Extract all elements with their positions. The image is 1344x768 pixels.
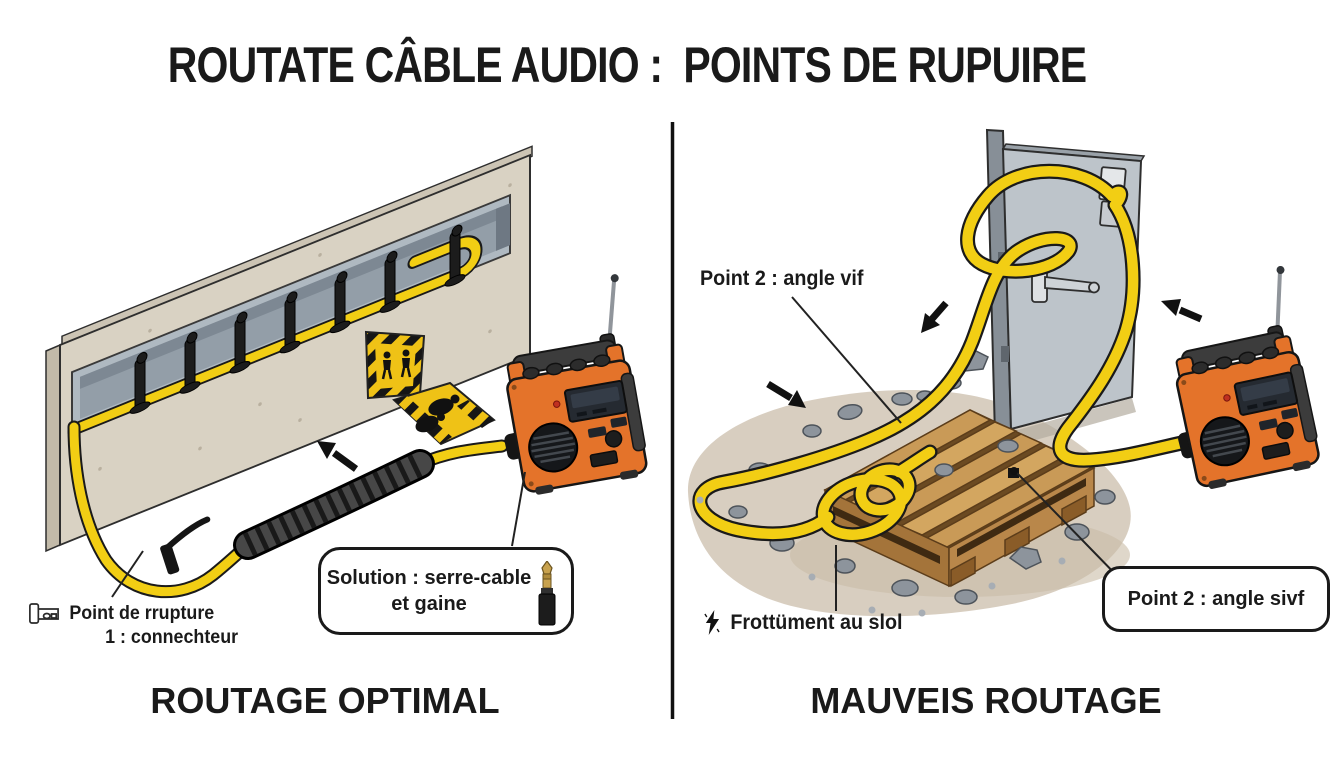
connector-clamp-icon	[29, 603, 59, 624]
arrow-right-3	[1161, 299, 1203, 323]
cable-clip	[329, 271, 351, 334]
cable-clip	[129, 351, 151, 414]
cable-clip	[179, 331, 201, 394]
hazard-floor-mat	[392, 381, 496, 446]
cable-clip	[229, 311, 251, 374]
pebbles	[696, 496, 1066, 617]
caption-right: MAUVEIS ROUTAGE	[810, 680, 1162, 721]
cable-knot	[817, 474, 907, 540]
cable-clips	[129, 224, 466, 414]
leader-rupture	[111, 550, 144, 598]
page-title: ROUTATE CÂBLE AUDIO : POINTS DE RUPUIRE	[167, 37, 1087, 93]
rupture-line1: Point de rrupture	[69, 603, 215, 624]
leader-angle-vif	[791, 296, 902, 424]
label-angle-sivf-box: Point 2 : angle sivf	[1102, 566, 1330, 632]
label-frottement: Frottüment au slol	[704, 610, 903, 637]
frottement-text: Frottüment au slol	[730, 611, 903, 635]
lightning-bolt-icon	[704, 610, 720, 635]
wall-side-face	[45, 343, 61, 553]
label-angle-vif: Point 2 : angle vif	[700, 267, 864, 290]
caption-left: ROUTAGE OPTIMAL	[150, 680, 500, 721]
hazard-sign	[364, 330, 426, 400]
arrow-right-2	[921, 300, 949, 333]
wall	[59, 145, 533, 547]
label-rupture-point: Point de rrupture 1 : connechteur	[28, 602, 238, 650]
cable-clip	[444, 224, 466, 287]
cable-tie	[160, 516, 211, 575]
cable-clip	[379, 250, 401, 313]
solution-line2: et gaine	[391, 593, 467, 615]
solution-callout: Solution : serre-cable et gaine	[318, 547, 574, 635]
footprints-icon	[415, 394, 460, 433]
leader-angle-sivf	[1015, 471, 1125, 584]
radio-right	[1155, 263, 1329, 494]
solution-line1: Solution : serre-cable	[326, 567, 532, 589]
leader-angle-sivf-dot	[1010, 467, 1018, 475]
protective-sleeve	[233, 449, 435, 560]
cable-clip	[279, 291, 301, 354]
rupture-line2: 1 : connechteur	[105, 626, 239, 648]
audio-jack-icon	[538, 561, 556, 626]
arrow-right-1	[766, 381, 806, 408]
door-hinge	[1001, 346, 1009, 362]
pedestrian-icon	[381, 349, 412, 380]
arrow-left-panel	[317, 441, 359, 472]
leader-solution	[511, 471, 526, 547]
